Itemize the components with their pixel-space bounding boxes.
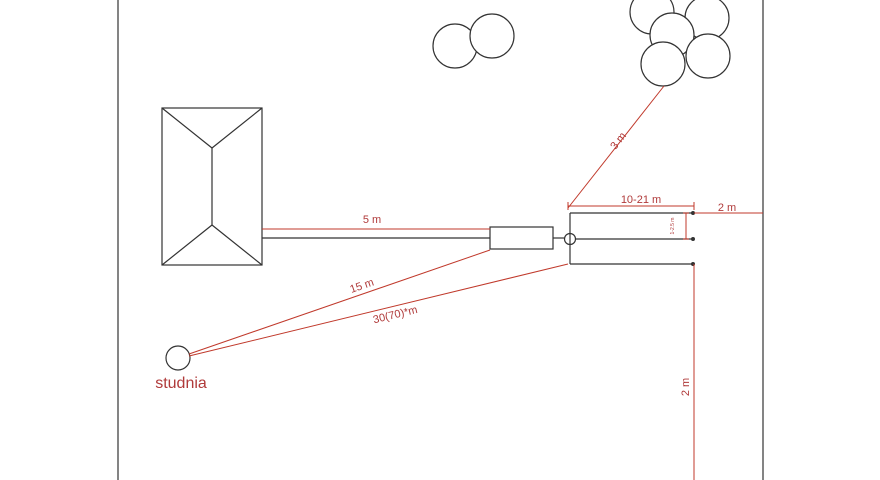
tree-cluster-icon [629, 0, 731, 87]
dimension-lines [188, 85, 763, 480]
right-boundary-label: 2 m [718, 202, 736, 214]
septic-tank [489, 226, 554, 250]
well-to-tank-label: 15 m [349, 277, 376, 296]
well-to-junction-label: 30(70)*m [372, 304, 419, 326]
junction-to-trees-label: 3 m [608, 130, 629, 152]
drain-end-markers [691, 211, 695, 266]
plot-boundary [117, 0, 764, 480]
well-label: studnia [155, 375, 207, 392]
drain-spacing-label: 1-2.5 m [670, 218, 676, 235]
house-to-tank-label: 5 m [363, 214, 381, 226]
bottom-boundary-label: 2 m [680, 378, 692, 396]
trees [432, 0, 731, 87]
house-roof-icon [161, 107, 263, 266]
drain-length-label: 10-21 m [621, 194, 661, 206]
well-icon [165, 345, 191, 371]
tree-icon [432, 13, 515, 69]
drainage-field [569, 212, 693, 265]
